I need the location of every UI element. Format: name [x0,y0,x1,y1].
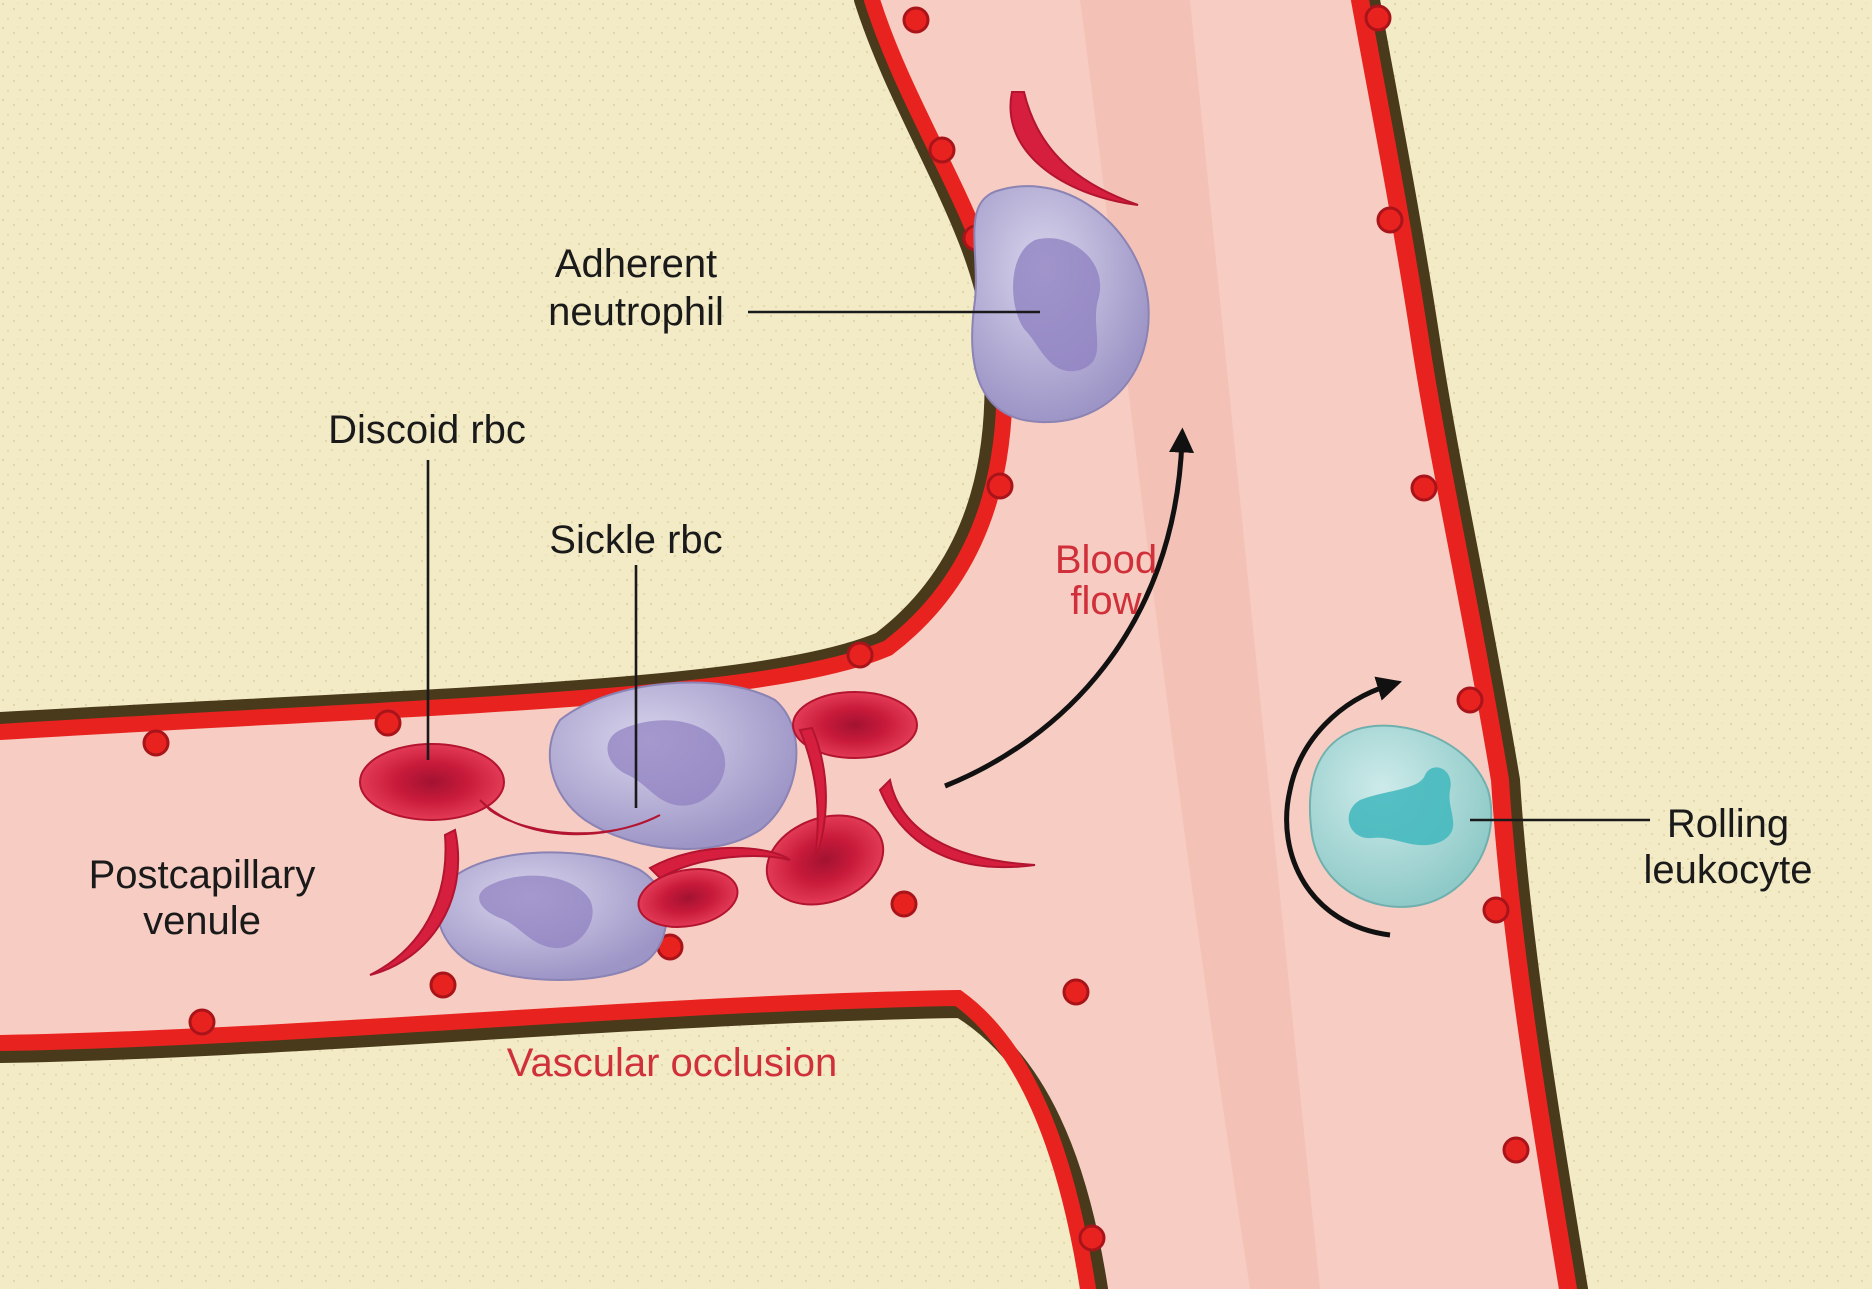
label-postcapillary-line1: Postcapillary [89,853,316,897]
label-rolling-line1: Rolling [1667,802,1789,846]
label-blood-flow-line2: flow [1070,579,1141,623]
label-rolling-line2: leukocyte [1644,848,1813,892]
label-discoid-rbc: Discoid rbc [328,408,526,452]
label-sickle-rbc: Sickle rbc [549,518,722,562]
label-adherent-line1: Adherent [555,242,717,286]
label-adherent-line2: neutrophil [548,290,724,334]
label-postcapillary-line2: venule [143,899,261,943]
label-vascular-occlusion: Vascular occlusion [507,1041,838,1085]
label-blood-flow-line1: Blood [1055,538,1157,582]
